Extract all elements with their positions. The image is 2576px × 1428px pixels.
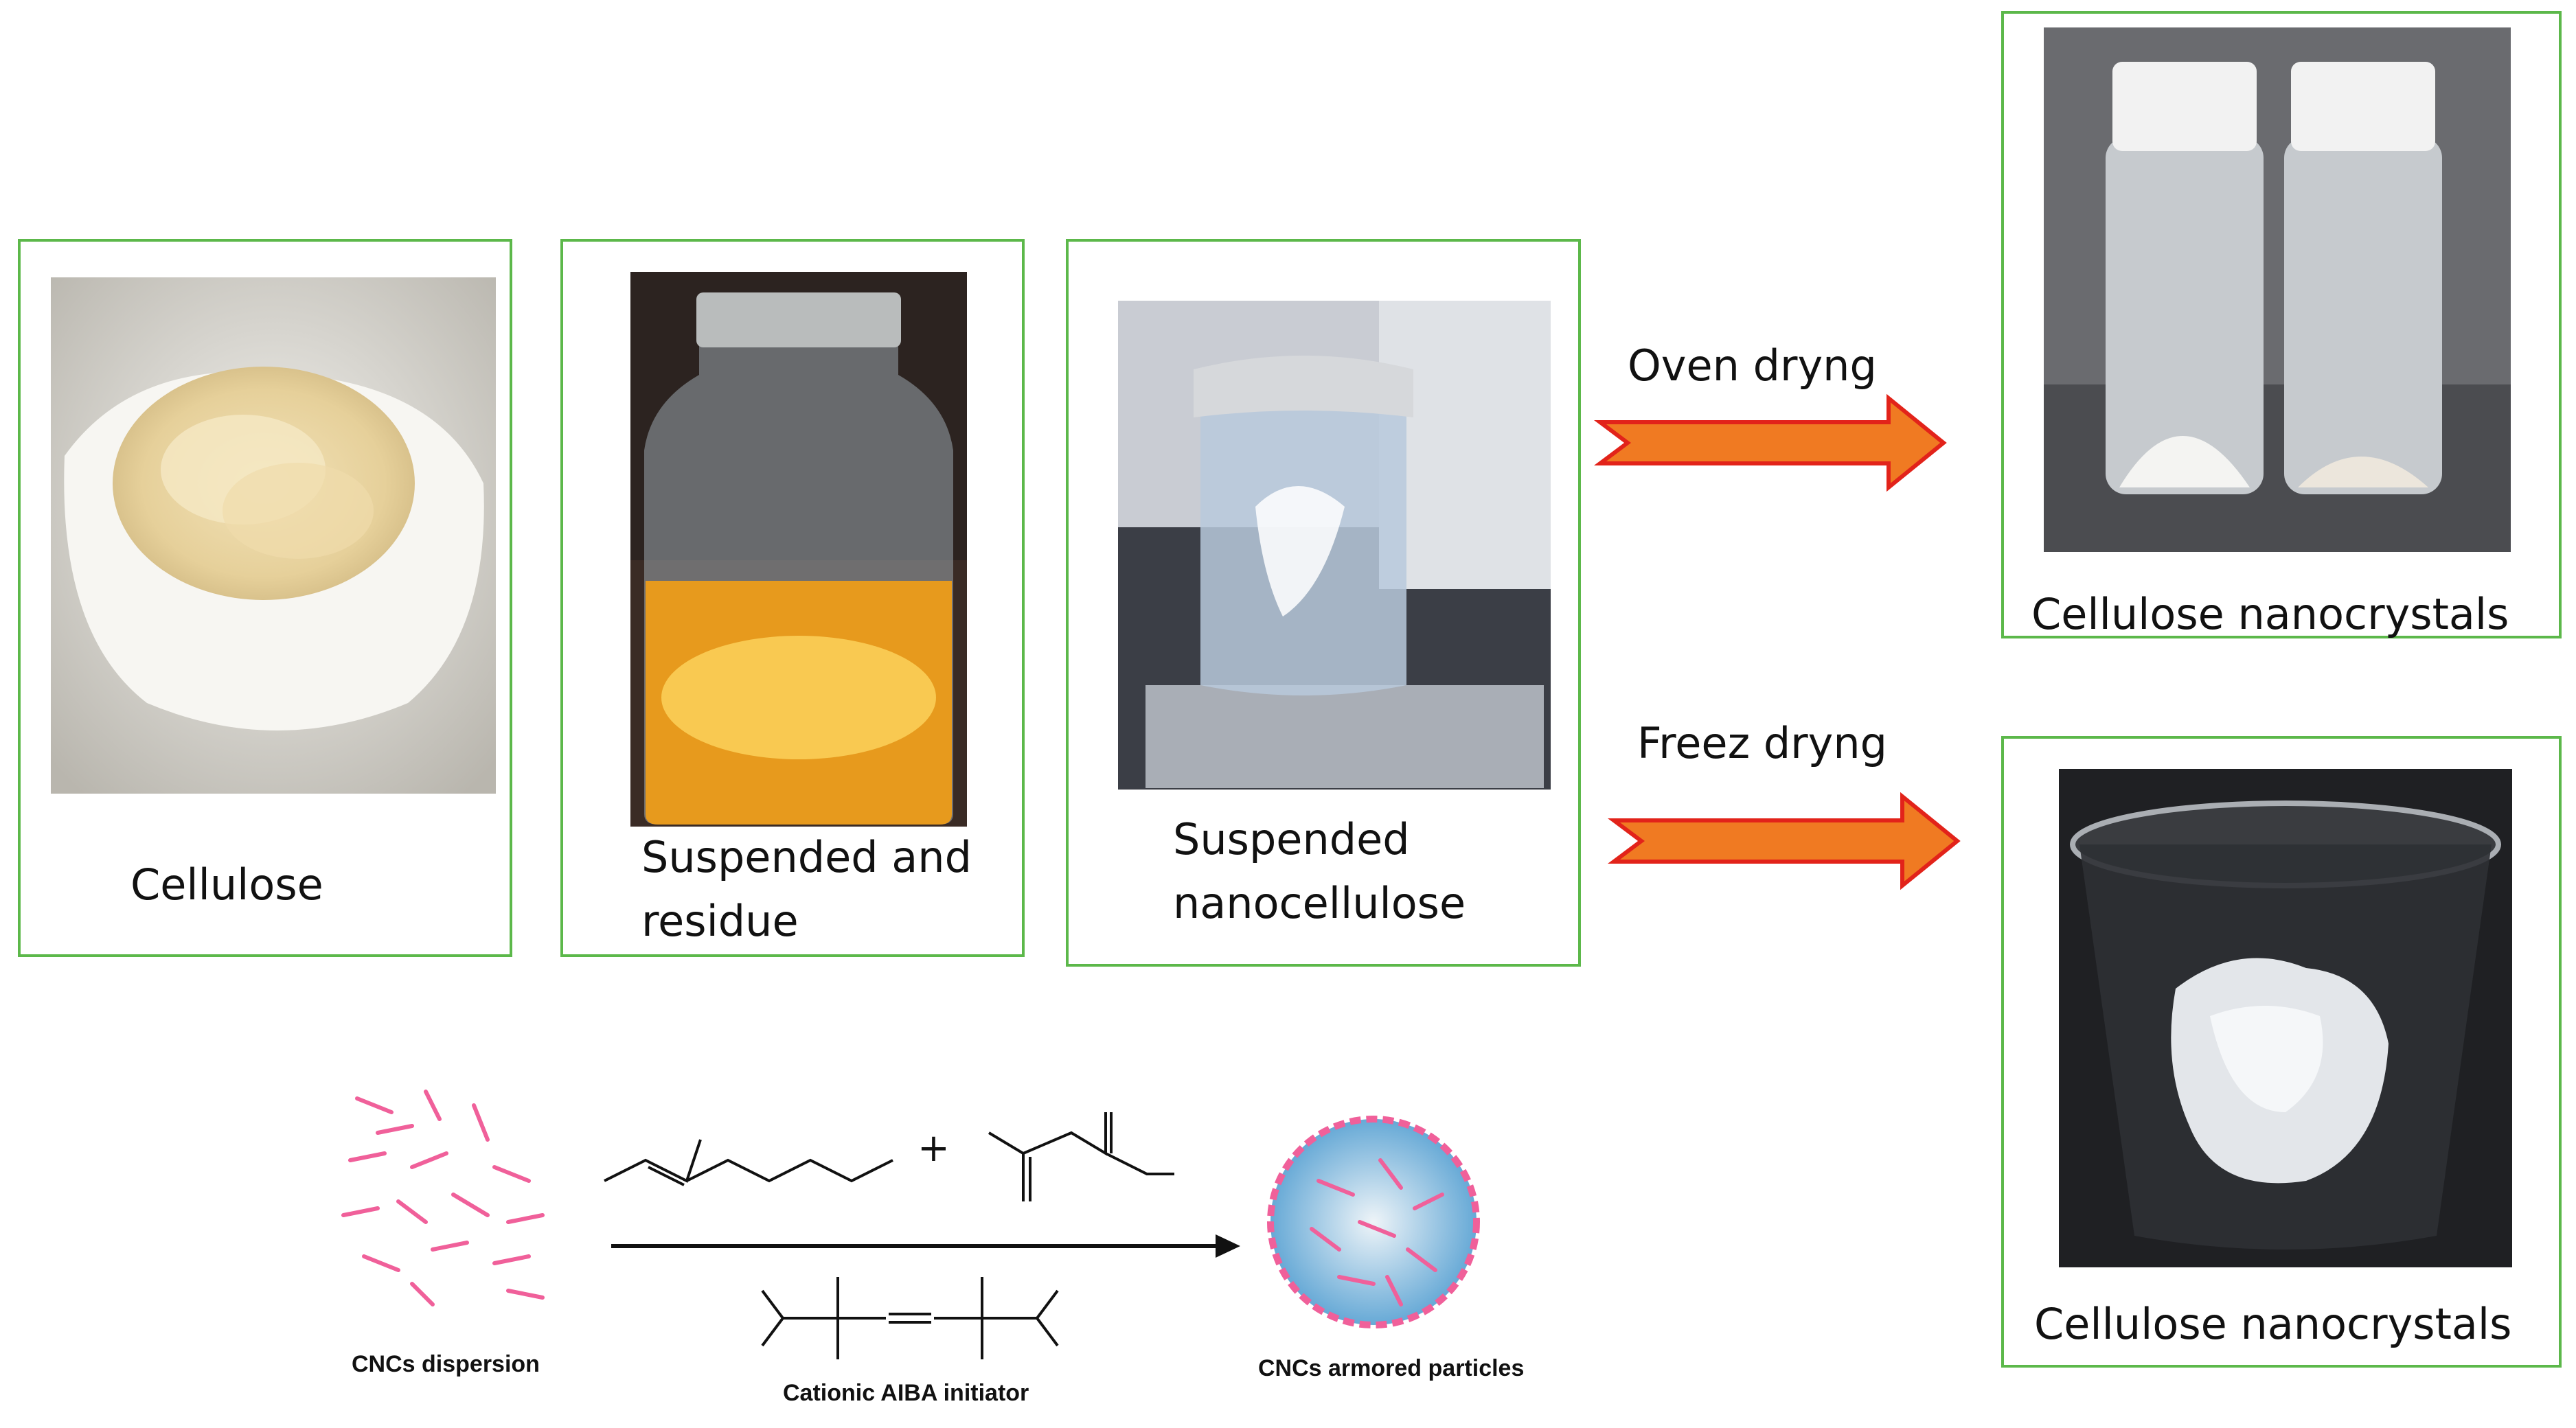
cellulose-photo bbox=[51, 277, 496, 794]
oven-product-panel: Cellulose nanocrystals bbox=[2001, 11, 2562, 639]
bottle-photo bbox=[630, 272, 967, 827]
oven-product-label: Cellulose nanocrystals bbox=[2031, 589, 2509, 639]
nanocellulose-label: Suspended nanocellulose bbox=[1173, 807, 1466, 935]
monomer-methyl-methacrylate bbox=[975, 1105, 1181, 1229]
reaction-arrow bbox=[611, 1234, 1240, 1258]
nanocellulose-panel: Suspended nanocellulose bbox=[1066, 239, 1581, 967]
suspension-label-line2: residue bbox=[641, 896, 799, 946]
freeze-product-label: Cellulose nanocrystals bbox=[2034, 1299, 2512, 1349]
cup-photo bbox=[2059, 769, 2512, 1267]
aiba-initiator-structure bbox=[721, 1256, 1106, 1380]
suspension-panel: Suspended and residue bbox=[560, 239, 1025, 957]
monomer-butyl-acrylate bbox=[591, 1126, 920, 1215]
armored-particle-graphic bbox=[1264, 1112, 1483, 1332]
cellulose-label: Cellulose bbox=[130, 860, 323, 910]
nanocellulose-label-line1: Suspended bbox=[1173, 814, 1410, 864]
vials-photo bbox=[2044, 27, 2511, 552]
aiba-initiator-label: Cationic AIBA initiator bbox=[783, 1380, 1029, 1406]
suspension-label: Suspended and residue bbox=[641, 825, 972, 953]
cellulose-panel: Cellulose bbox=[18, 239, 512, 957]
freeze-drying-label: Freez dryng bbox=[1637, 718, 1888, 768]
suspension-label-line1: Suspended and bbox=[641, 832, 972, 882]
freeze-product-panel: Cellulose nanocrystals bbox=[2001, 736, 2562, 1368]
beaker-photo bbox=[1118, 301, 1551, 790]
plus-sign: + bbox=[917, 1126, 950, 1171]
cnc-dispersion-graphic bbox=[337, 1078, 570, 1311]
oven-drying-label: Oven dryng bbox=[1628, 341, 1877, 391]
freeze-drying-arrow bbox=[1608, 792, 1961, 890]
oven-drying-arrow bbox=[1594, 393, 1947, 492]
cnc-dispersion-label: CNCs dispersion bbox=[352, 1351, 540, 1377]
armored-particle-label: CNCs armored particles bbox=[1258, 1355, 1525, 1381]
nanocellulose-label-line2: nanocellulose bbox=[1173, 878, 1466, 928]
